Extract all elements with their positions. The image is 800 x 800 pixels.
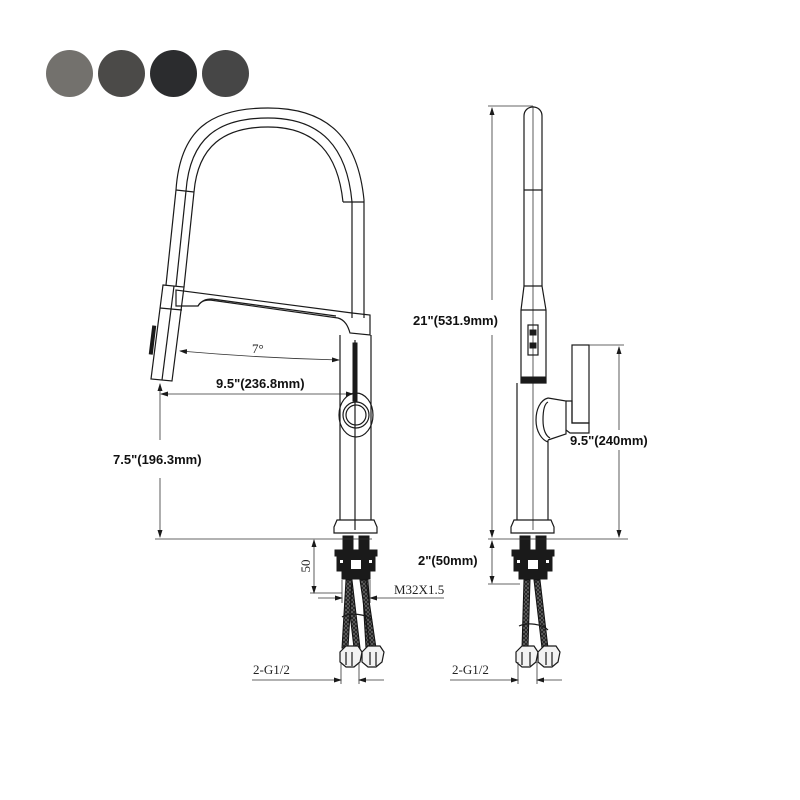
spout-arm	[175, 289, 371, 336]
side-sprayer	[520, 285, 547, 384]
reach-label: 9.5"(236.8mm)	[216, 376, 305, 391]
spout-height-label: 7.5"(196.3mm)	[113, 452, 202, 467]
angle-dimension: 7°	[179, 341, 340, 363]
handle-height-dimension: 9.5"(240mm)	[570, 344, 648, 538]
connector-label-front: 2-G1/2	[253, 662, 290, 677]
thread-label: M32X1.5	[394, 582, 444, 597]
swatch-graphite[interactable]	[98, 50, 145, 97]
connector-dimension-front: 2-G1/2	[252, 662, 384, 684]
spout-height-dimension: 7.5"(196.3mm)	[113, 383, 372, 540]
side-base	[510, 519, 555, 580]
angle-label: 7°	[252, 341, 264, 356]
side-view: 21"(531.9mm) 9.5"(240mm) 2"(50mm) 2-G1/2	[413, 105, 648, 684]
connector-dimension-side: 2-G1/2	[450, 662, 562, 684]
swatch-gunmetal-grey[interactable]	[46, 50, 93, 97]
shank-length-label: 50	[298, 560, 313, 573]
front-view: 7° 9.5"(236.8mm) 7.5"(196.3mm) 50 M32X1.…	[113, 107, 444, 684]
swatch-dark-grey[interactable]	[202, 50, 249, 97]
side-body	[516, 344, 590, 520]
side-shank-label: 2"(50mm)	[418, 553, 478, 568]
swatch-matte-black[interactable]	[150, 50, 197, 97]
reach-dimension: 9.5"(236.8mm)	[160, 376, 354, 397]
thread-dimension: M32X1.5	[318, 580, 444, 603]
side-supply-hoses	[515, 579, 561, 668]
total-height-label: 21"(531.9mm)	[413, 313, 498, 328]
supply-hoses	[339, 579, 385, 668]
connector-label-side: 2-G1/2	[452, 662, 489, 677]
total-height-dimension: 21"(531.9mm)	[413, 105, 628, 540]
side-shank-dimension: 2"(50mm)	[418, 540, 520, 585]
gooseneck-arch	[165, 107, 365, 318]
shank-length-dimension: 50	[298, 539, 342, 594]
side-tube	[523, 106, 543, 530]
sprayer-head	[148, 284, 185, 382]
handle-height-label: 9.5"(240mm)	[570, 433, 648, 448]
mounting-shank	[334, 535, 378, 580]
finish-color-swatches	[46, 50, 249, 97]
faucet-body	[333, 335, 378, 534]
